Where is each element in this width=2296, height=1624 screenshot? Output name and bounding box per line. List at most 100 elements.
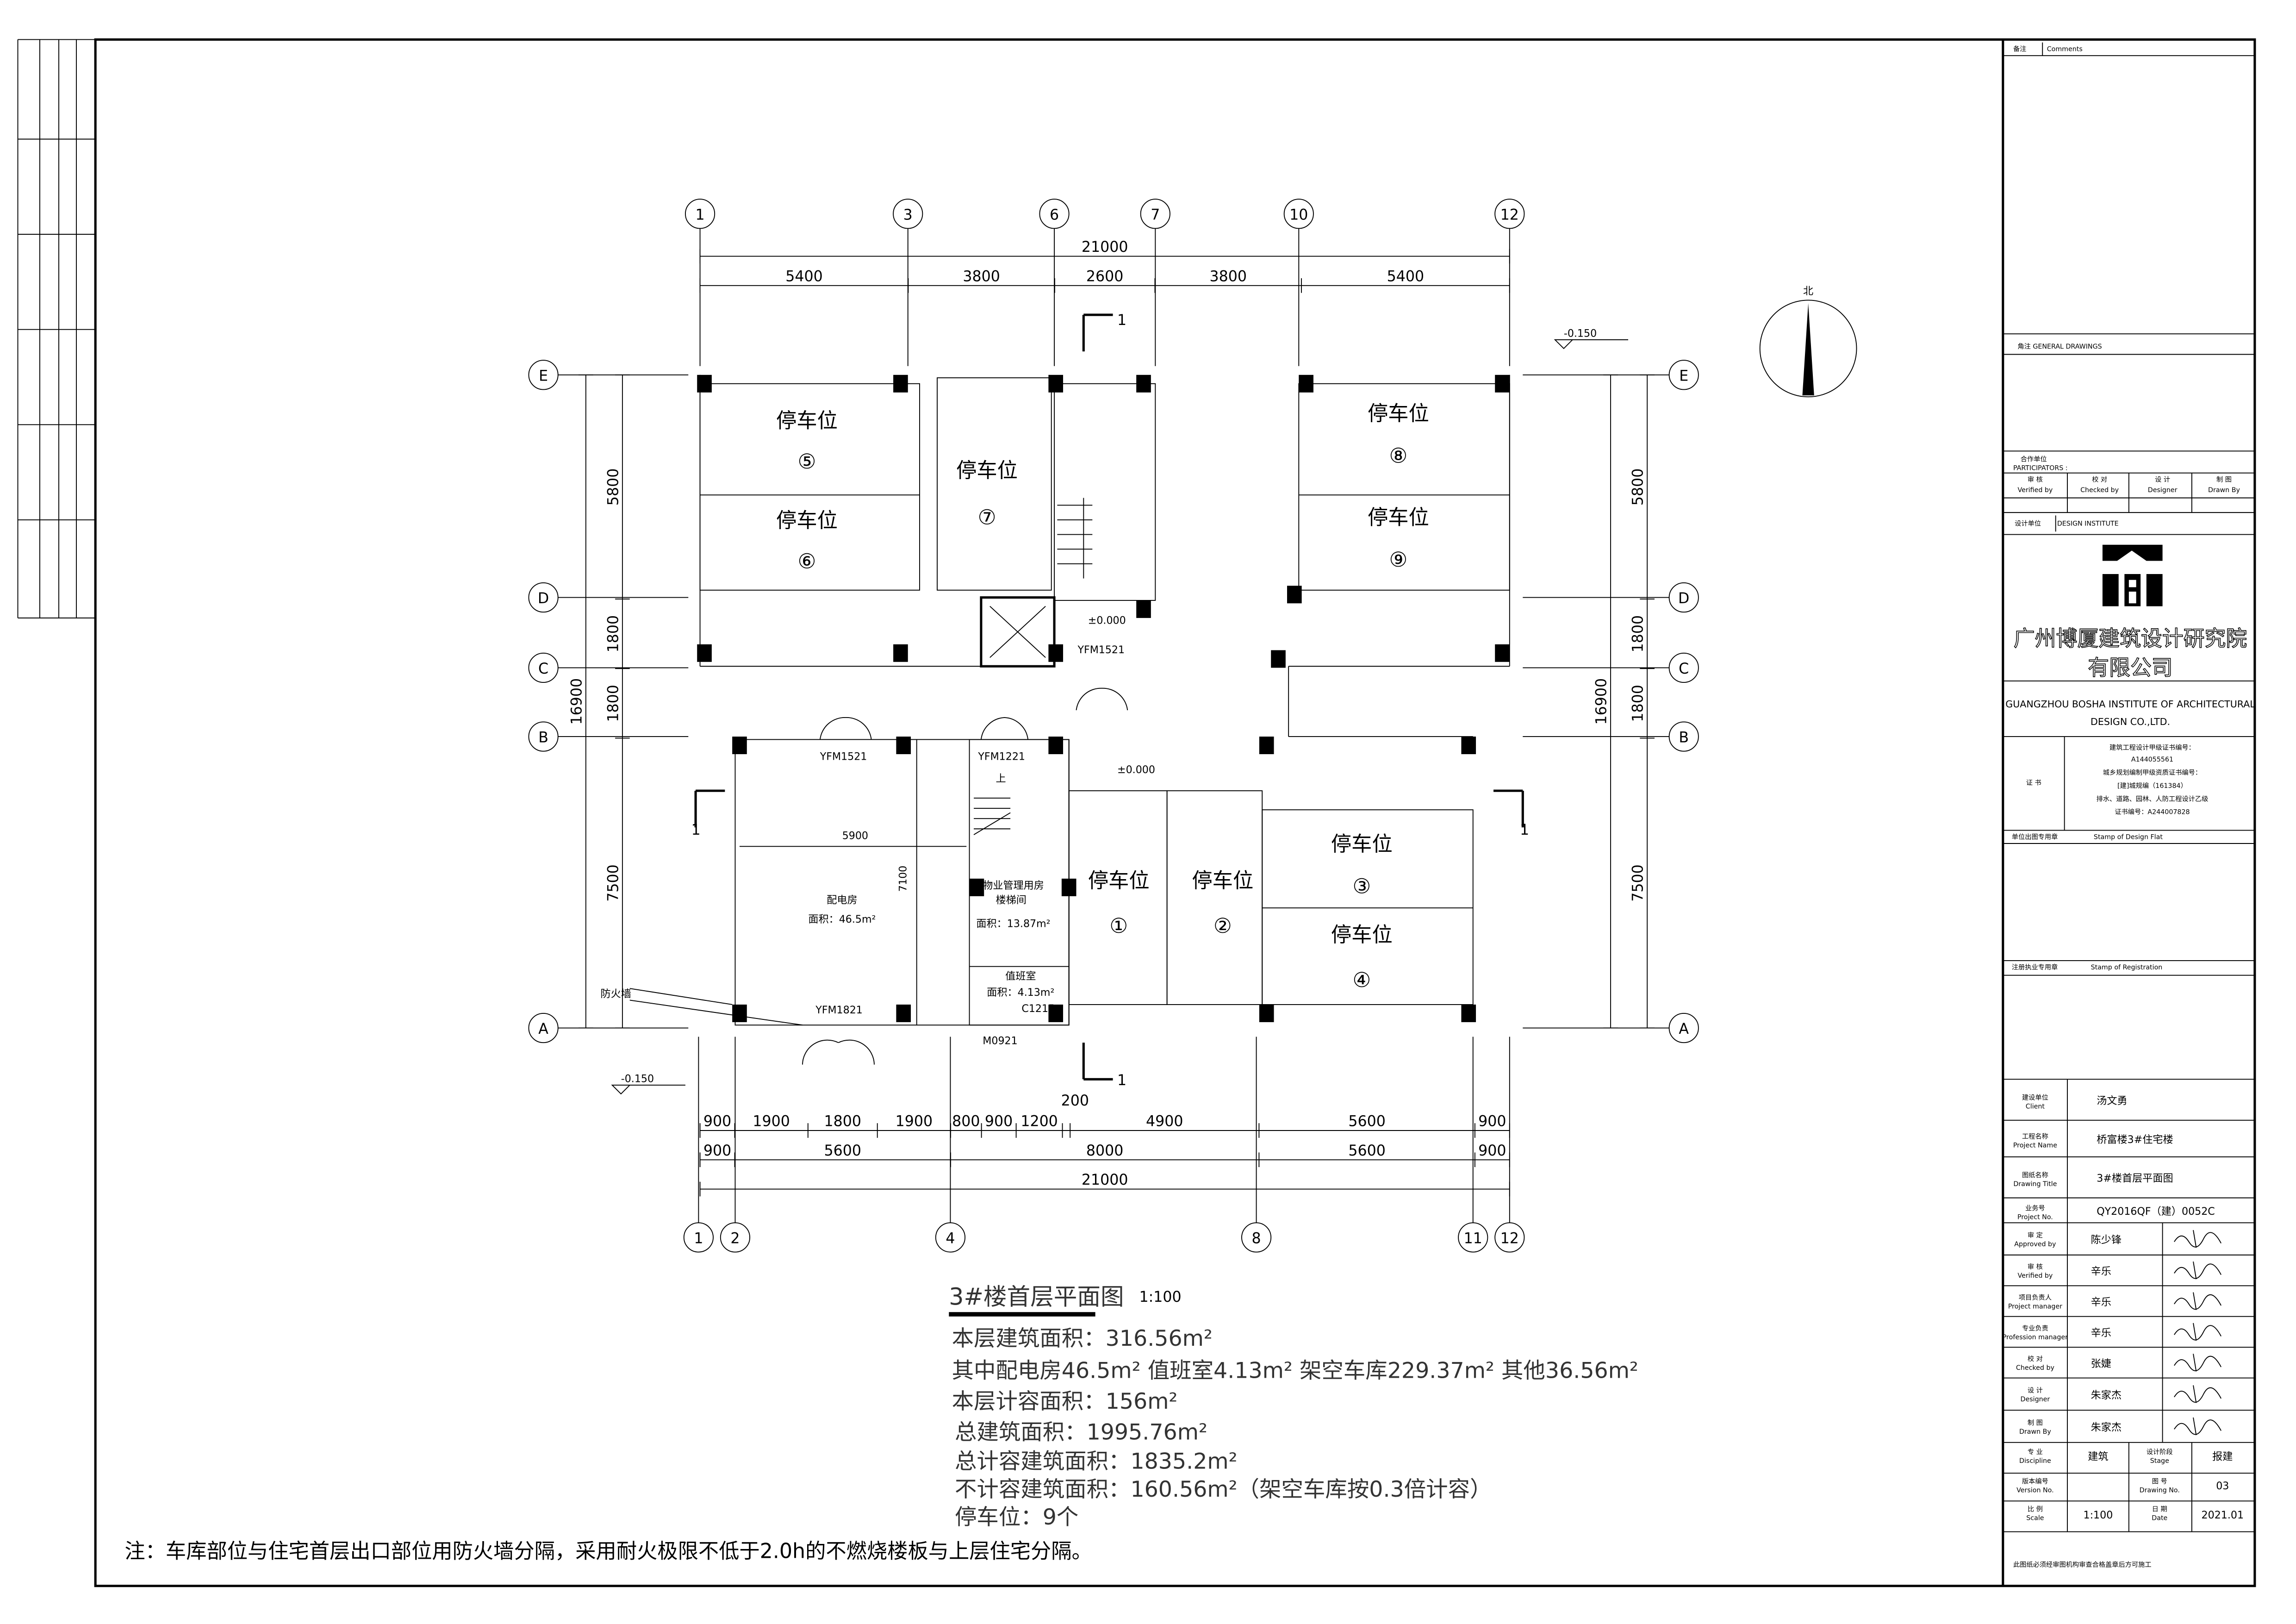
stamp-registration-label: 注册执业专用章 <box>2012 963 2058 971</box>
room-width-dim: 5900 <box>842 830 868 842</box>
parking-label-6: 停车位 <box>776 509 838 532</box>
discipline-value: 建筑 <box>2088 1451 2108 1463</box>
version-label: 版本编号 <box>2022 1477 2048 1485</box>
axis-label: A <box>538 1021 548 1037</box>
title-row-label-en: Project Name <box>2013 1142 2057 1149</box>
dimension-text: 3800 <box>963 268 1000 285</box>
signature <box>2174 1230 2221 1248</box>
column <box>1299 375 1313 393</box>
column <box>1271 650 1286 668</box>
dimension-text: 900 <box>985 1113 1013 1130</box>
axis-label: E <box>539 368 548 384</box>
person-role-en: Approved by <box>2014 1241 2056 1248</box>
participators-label-en: PARTICIPATORS : <box>2013 464 2068 472</box>
dimension-text: 4900 <box>1146 1113 1183 1130</box>
cert-line: 证书编号：A244007828 <box>2115 808 2190 816</box>
title-row-value: 3#楼首层平面图 <box>2097 1173 2173 1185</box>
door-label: M0921 <box>983 1035 1017 1047</box>
section-mark: 1 <box>691 822 701 838</box>
general-drawings-label: 角注 GENERAL DRAWINGS <box>2017 343 2102 350</box>
dimension-text: 16900 <box>1593 678 1610 725</box>
stage-value: 报建 <box>2212 1451 2233 1463</box>
discipline-label-en: Discipline <box>2019 1457 2051 1465</box>
person-name: 张婕 <box>2091 1358 2111 1370</box>
person-name: 辛乐 <box>2091 1266 2111 1278</box>
dimension-text: 7500 <box>1630 864 1647 901</box>
person-name: 辛乐 <box>2091 1296 2111 1308</box>
section-mark: 1 <box>1117 312 1126 329</box>
door-swing <box>1076 687 1128 711</box>
column <box>896 1004 911 1022</box>
title-underline <box>949 1312 1095 1317</box>
dimension-text: 5600 <box>1348 1113 1385 1130</box>
room-property-name: 物业管理用房 <box>983 880 1044 892</box>
drawing-note: 注：车库部位与住宅首层出口部位用防火墙分隔，采用耐火极限不低于2.0h的不燃烧楼… <box>124 1540 1092 1563</box>
dimension-text: 5800 <box>1630 468 1647 506</box>
drawing-scale: 1:100 <box>1139 1289 1182 1305</box>
room-property-area: 面积：13.87m² <box>976 918 1050 930</box>
axis-label: 2 <box>730 1230 740 1247</box>
drawing-no-label: 图 号 <box>2152 1478 2167 1485</box>
door-swing <box>819 717 872 740</box>
parking-label-9: 停车位 <box>1368 506 1429 529</box>
axis-label: C <box>538 661 548 677</box>
axis-label: 12 <box>1500 1230 1519 1247</box>
drawing-title: 3#楼首层平面图 <box>949 1283 1124 1310</box>
person-role-en: Verified by <box>2017 1272 2053 1280</box>
title-row-value: 桥富楼3#住宅楼 <box>2097 1134 2173 1146</box>
parking-bay <box>1262 809 1474 1005</box>
stage-label-en: Stage <box>2150 1457 2169 1465</box>
drawing-no-value: 03 <box>2216 1480 2229 1492</box>
role-verified: 审 核 <box>2028 476 2043 484</box>
parking-label-1: 停车位 <box>1088 869 1150 893</box>
column <box>1259 1004 1274 1022</box>
drawing-no-label-en: Drawing No. <box>2140 1487 2180 1494</box>
dimension-text: 200 <box>1061 1093 1089 1109</box>
area-line: 本层建筑面积：316.56m² <box>952 1326 1213 1351</box>
area-line: 总计容建筑面积：1835.2m² <box>955 1449 1238 1474</box>
cert-line: 城乡规划编制甲级资质证书编号： <box>2103 768 2202 776</box>
column <box>1495 644 1510 662</box>
column <box>969 878 984 896</box>
axis-label: C <box>1679 661 1689 677</box>
role-checked: 校 对 <box>2092 476 2107 484</box>
person-role: 审 定 <box>2028 1231 2043 1239</box>
dimension-text: 900 <box>1478 1143 1506 1159</box>
title-row-label: 图纸名称 <box>2022 1171 2048 1179</box>
cert-label: 证 书 <box>2026 779 2041 787</box>
elevation-marker <box>1554 339 1629 350</box>
title-row-label: 建设单位 <box>2022 1094 2048 1102</box>
dimension-text: 8000 <box>1086 1143 1123 1159</box>
dimension-text: 21000 <box>1082 1172 1128 1188</box>
sheet-border <box>94 38 2256 1587</box>
scale-label-en: Scale <box>2026 1514 2044 1522</box>
column <box>896 737 911 755</box>
parking-number-4: ④ <box>1352 968 1371 992</box>
parking-label-3: 停车位 <box>1331 832 1393 856</box>
dimension-text: 5600 <box>1348 1143 1385 1159</box>
room-power-name: 配电房 <box>827 894 857 906</box>
title-row-label-en: Drawing Title <box>2013 1181 2057 1188</box>
participators-label: 合作单位 <box>2021 455 2047 463</box>
parking-label-5: 停车位 <box>776 409 838 433</box>
parking-labels: 停车位 ⑤ 停车位 ⑥ 停车位 ⑦ 停车位 ⑧ 停车位 ⑨ 停车位 ① 停车位 … <box>776 402 1429 992</box>
area-line: 本层计容面积：156m² <box>952 1389 1178 1414</box>
person-name: 陈少锋 <box>2091 1234 2122 1246</box>
dimension-text: 5800 <box>605 468 622 506</box>
area-line: 不计容建筑面积：160.56m²（架空车库按0.3倍计容） <box>955 1477 1492 1502</box>
column <box>1136 375 1151 393</box>
parking-number-9: ⑨ <box>1389 548 1408 572</box>
axis-label: B <box>1679 730 1689 746</box>
dimension-text: 900 <box>703 1143 731 1159</box>
signature <box>2174 1261 2221 1280</box>
discipline-label: 专 业 <box>2028 1448 2043 1456</box>
dimension-text: 5400 <box>785 268 822 285</box>
role-checked-en: Checked by <box>2080 487 2119 494</box>
title-row-value: 汤文勇 <box>2097 1095 2127 1107</box>
column <box>1461 1004 1476 1022</box>
dimension-text: 16900 <box>568 678 585 725</box>
section-mark: 1 <box>1117 1072 1126 1089</box>
footer-note: 此图纸必须经审图机构审查合格盖章后方可施工 <box>2013 1561 2152 1569</box>
person-role-en: Drawn By <box>2019 1428 2051 1436</box>
